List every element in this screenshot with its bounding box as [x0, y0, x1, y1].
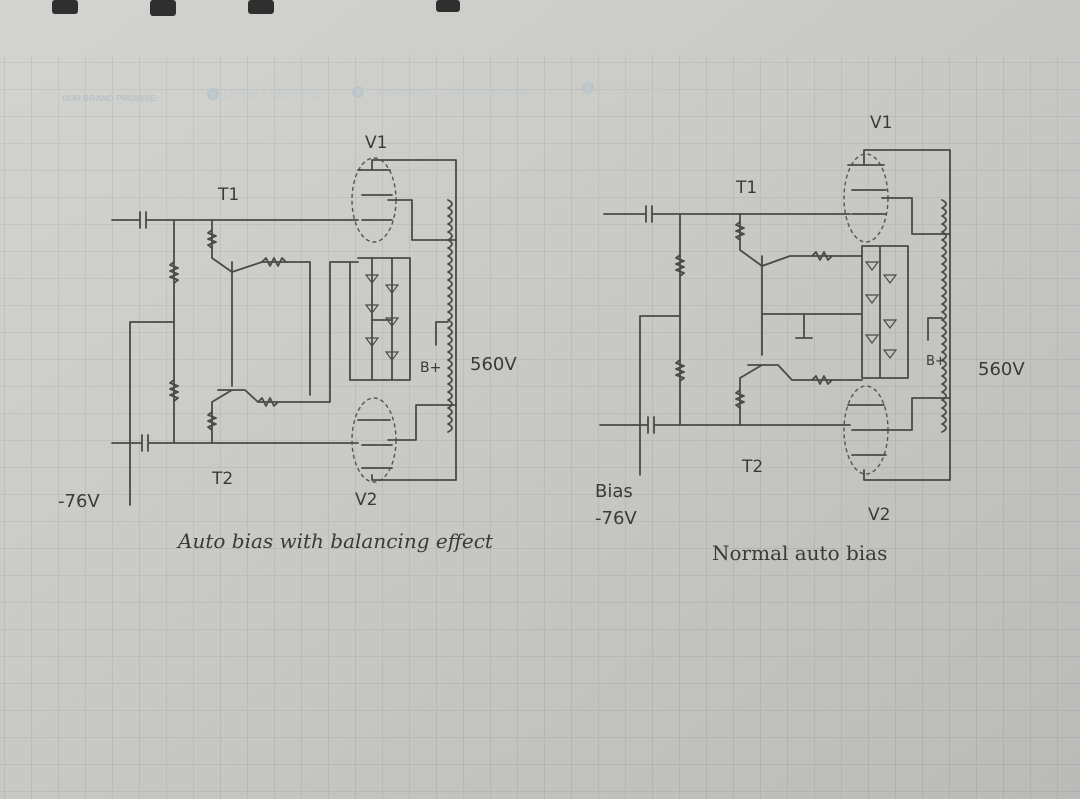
brand-bullet-icon — [582, 82, 594, 94]
right-bplus-label: B+ — [926, 354, 946, 369]
left-t2-label: T2 — [211, 469, 233, 489]
brand-item-3: Safest Choice — [600, 80, 675, 94]
resistor-icon — [675, 359, 685, 382]
brand-bullet-icon — [352, 86, 364, 98]
spiral-binding — [52, 0, 460, 16]
left-circuit-title: Auto bias with balancing effect — [176, 529, 494, 553]
left-bplus-label: B+ — [420, 360, 441, 376]
resistor-icon — [735, 389, 745, 409]
resistor-icon — [169, 379, 179, 402]
zener-diode-icon — [364, 274, 400, 361]
brand-item-2: Technology Commercialization — [370, 85, 533, 99]
right-bias-voltage: -76V — [595, 508, 637, 529]
left-t1-label: T1 — [217, 185, 239, 205]
svg-text:1: 1 — [211, 90, 216, 99]
zener-diode-icon — [864, 261, 898, 359]
right-v2-label: V2 — [868, 505, 890, 525]
left-bias-voltage: -76V — [58, 491, 100, 512]
right-circuit-title: Normal auto bias — [712, 541, 887, 565]
left-supply-voltage: 560V — [470, 354, 517, 375]
resistor-icon — [207, 229, 217, 249]
transformer-coil-icon — [447, 199, 453, 433]
brand-bullet-icon — [207, 88, 219, 100]
brand-item-1: Global Leadership — [224, 87, 322, 101]
left-circuit: V1 T1 T2 V2 B+ 560V -76V Auto bias with … — [58, 133, 517, 553]
transformer-coil-icon — [941, 199, 947, 433]
right-t2-label: T2 — [741, 457, 763, 477]
right-circuit: V1 T1 T2 V2 B+ 560V Bias -76V Normal aut… — [595, 113, 1025, 565]
left-v2-label: V2 — [355, 490, 377, 510]
resistor-icon — [735, 221, 745, 241]
right-supply-voltage: 560V — [978, 359, 1025, 380]
resistor-icon — [675, 254, 685, 277]
right-t1-label: T1 — [735, 178, 757, 198]
resistor-icon — [207, 411, 217, 431]
brand-heading: OUR BRAND PROMISE: — [62, 93, 159, 103]
right-bias-label: Bias — [595, 481, 633, 502]
svg-text:2: 2 — [356, 88, 361, 97]
right-v1-label: V1 — [870, 113, 892, 133]
brand-strip: OUR BRAND PROMISE: 1 Global Leadership 2… — [62, 80, 675, 103]
svg-text:3: 3 — [586, 84, 591, 93]
resistor-icon — [169, 261, 179, 284]
left-v1-label: V1 — [365, 133, 387, 153]
